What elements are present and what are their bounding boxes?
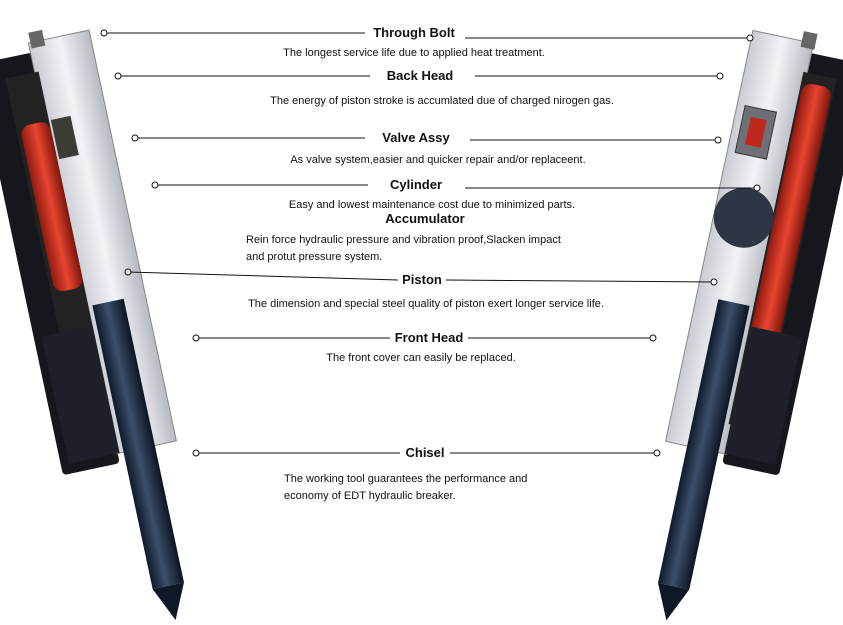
front-head-title: Front Head <box>392 330 466 346</box>
accumulator-title: Accumulator <box>383 211 467 227</box>
dot-piston-left <box>124 268 132 276</box>
dot-cylinder-left <box>151 181 159 189</box>
piston-title: Piston <box>400 272 444 288</box>
dot-through-bolt-right <box>746 34 754 42</box>
back-head-desc: The energy of piston stroke is accumlate… <box>270 95 614 107</box>
right-accumulator <box>713 187 774 248</box>
chisel-desc-line-2: economy of EDT hydraulic breaker. <box>284 490 456 502</box>
dot-back-head-left <box>114 72 122 80</box>
left-front-lower <box>41 325 120 464</box>
piston-desc: The dimension and special steel quality … <box>248 298 604 310</box>
dot-valve-left <box>131 134 139 142</box>
valve-assy-desc: As valve system,easier and quicker repai… <box>290 154 586 166</box>
dot-chisel-left <box>192 449 200 457</box>
right-chisel-tip <box>657 582 690 621</box>
dot-piston-right <box>710 278 718 286</box>
leader-dots <box>100 29 761 457</box>
accumulator-desc-line-1: Rein force hydraulic pressure and vibrat… <box>246 234 561 246</box>
accumulator-desc-line-2: and protut pressure system. <box>246 251 383 263</box>
left-bolt-cap-2 <box>28 29 46 49</box>
back-head-title: Back Head <box>384 68 456 84</box>
left-valve <box>50 115 79 160</box>
leader-lines <box>104 32 757 454</box>
dot-front-head-left <box>192 334 200 342</box>
dot-through-bolt-left <box>100 29 108 37</box>
chisel-desc-line-1: The working tool guarantees the performa… <box>284 473 528 485</box>
dot-valve-right <box>714 136 722 144</box>
dot-cylinder-right <box>753 184 761 192</box>
left-breaker <box>0 29 184 620</box>
left-chisel-tip <box>152 582 184 620</box>
right-piston <box>749 83 831 351</box>
cylinder-desc: Easy and lowest maintenance cost due to … <box>288 199 576 211</box>
through-bolt-title: Through Bolt <box>371 25 457 41</box>
leader-piston-right <box>445 279 715 283</box>
right-front-lower <box>724 326 803 465</box>
right-bolt-cap <box>800 31 818 50</box>
valve-assy-title: Valve Assy <box>380 130 452 146</box>
front-head-desc: The front cover can easily be replaced. <box>326 352 516 364</box>
dot-front-head-right <box>649 334 657 342</box>
through-bolt-desc: The longest service life due to applied … <box>283 47 545 59</box>
chisel-title: Chisel <box>403 445 447 461</box>
dot-back-head-right <box>716 72 724 80</box>
left-chisel <box>92 298 184 590</box>
right-valve-core <box>745 116 767 148</box>
right-chisel <box>657 299 750 590</box>
leader-piston-left <box>127 271 399 281</box>
cylinder-title: Cylinder <box>387 177 445 193</box>
right-breaker <box>657 29 843 621</box>
left-piston <box>21 122 83 292</box>
dot-chisel-right <box>653 449 661 457</box>
